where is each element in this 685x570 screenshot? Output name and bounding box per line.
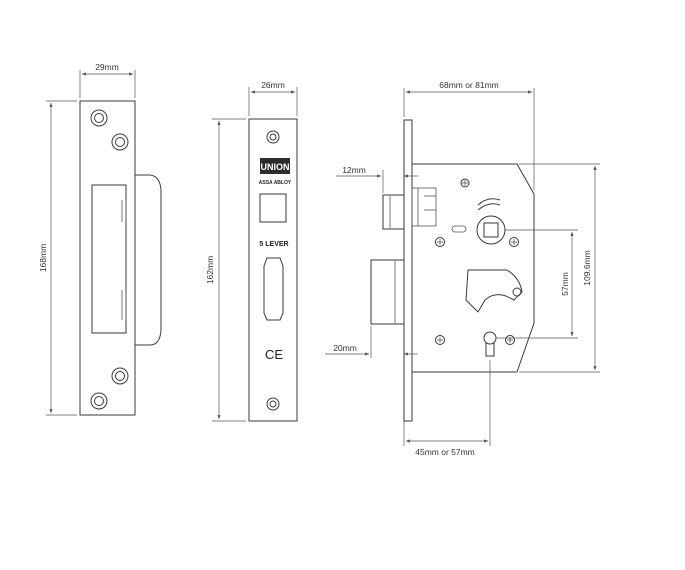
deadbolt	[370, 259, 405, 325]
latch-bolt	[382, 194, 405, 230]
strike-screw-hole	[90, 392, 108, 410]
forend-screw-hole	[266, 397, 280, 411]
lock-case-body	[411, 163, 535, 373]
case-height-label: 109.6mm	[582, 250, 592, 285]
lever-count-label: 5 LEVER	[259, 241, 288, 248]
strike-width-label: 29mm	[95, 62, 119, 72]
brand-sub-text: ASSA ABLOY	[259, 180, 292, 186]
forend-width-label: 26mm	[261, 80, 285, 90]
brand-logo	[260, 158, 290, 174]
forend-plate: UNION ASSA ABLOY 5 LEVER CE 26mm 162mm	[205, 80, 298, 422]
strike-plate: 29mm 168mm	[38, 62, 162, 416]
latch-throw-label: 12mm	[342, 165, 366, 175]
case-overall-width-label: 68mm or 81mm	[439, 80, 499, 90]
forend-latch-aperture	[263, 257, 284, 321]
forend-screw-hole	[266, 130, 280, 144]
centres-label: 57mm	[560, 272, 570, 296]
strike-screw-hole	[111, 367, 129, 385]
lock-case-side-view: 68mm or 81mm 12mm 20mm 57mm 109.6mm 45mm…	[325, 80, 600, 457]
deadbolt-throw-label: 20mm	[333, 343, 357, 353]
strike-screw-hole	[111, 133, 129, 151]
strike-box-outline	[135, 174, 162, 346]
spindle-square	[483, 222, 499, 238]
forend-deadbolt-aperture	[259, 193, 287, 223]
ce-mark: CE	[265, 347, 283, 362]
lock-forend-edge	[403, 119, 413, 422]
strike-height-label: 168mm	[38, 244, 48, 272]
strike-bolt-opening	[91, 184, 127, 334]
brand-logo-text: UNION	[261, 162, 290, 172]
strike-screw-hole	[90, 109, 108, 127]
forend-height-label: 162mm	[205, 256, 215, 284]
strike-plate-outline	[79, 100, 136, 416]
lever-window	[465, 269, 523, 313]
backset-label: 45mm or 57mm	[415, 447, 475, 457]
